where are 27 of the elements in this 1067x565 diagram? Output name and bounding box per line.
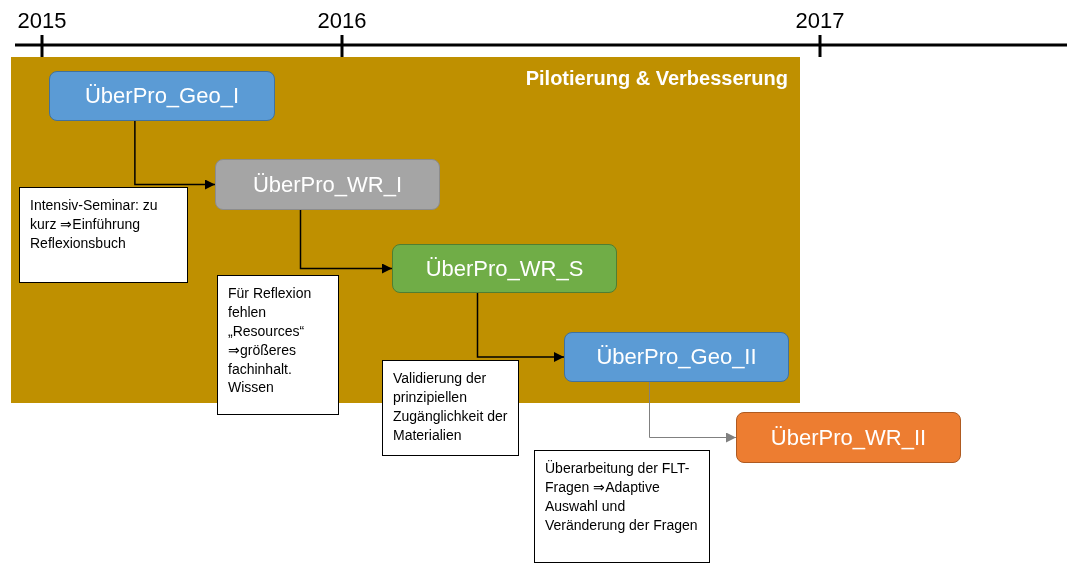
connector-arrow: [134, 120, 216, 190]
year-label: 2016: [317, 8, 367, 34]
project-box: [564, 332, 789, 382]
project-box: [49, 71, 275, 121]
connector-arrow: [299, 209, 393, 274]
project-box: [215, 159, 440, 210]
note-text: Für Reflexion fehlen „Resources“ ⇒größeres fachinhalt. Wissen: [228, 285, 312, 396]
project-box: [392, 244, 617, 293]
note-text: Validierung der prinzipiellen Zugänglichkeit der Materialien: [393, 370, 508, 443]
note-box: [19, 187, 188, 283]
note-box: [534, 450, 710, 563]
project-name: ÜberPro_WR_I: [252, 171, 403, 198]
project-box: [736, 412, 961, 463]
project-name: ÜberPro_WR_S: [425, 255, 584, 282]
year-label: 2017: [795, 8, 845, 34]
phase-band: [11, 57, 800, 403]
project-name: ÜberPro_Geo_II: [596, 344, 757, 370]
note-text: Überarbeitung der FLT-Fragen ⇒Adaptive Auswahl und Veränderung der Fragen: [545, 460, 698, 533]
year-label: 2015: [17, 8, 67, 34]
note-box: [217, 275, 339, 415]
project-name: ÜberPro_WR_II: [770, 424, 927, 451]
project-name: ÜberPro_Geo_I: [84, 83, 240, 109]
note-box: [382, 360, 519, 456]
connector-arrow: [476, 292, 565, 362]
phase-title: Pilotierung & Verbesserung: [525, 67, 788, 90]
note-text: Intensiv-Seminar: zu kurz ⇒Einführung Reflexionsbuch: [30, 197, 158, 251]
connector-arrow: [649, 381, 737, 443]
